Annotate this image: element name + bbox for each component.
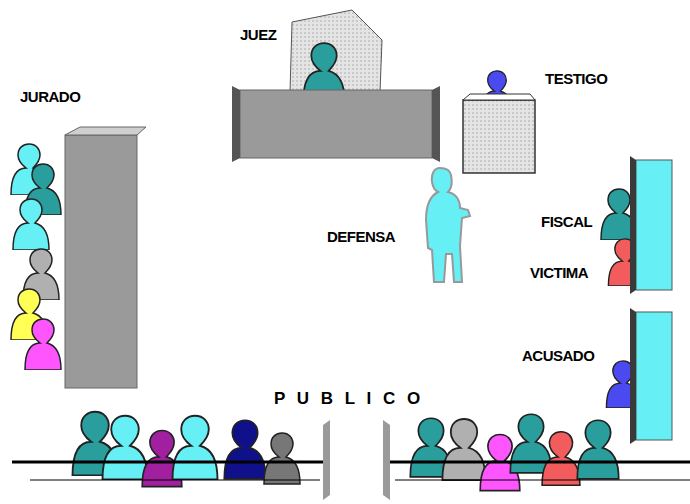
jury-box xyxy=(65,135,137,388)
bench-side xyxy=(432,86,440,162)
prosecution-table xyxy=(636,160,672,290)
role-label: FISCAL xyxy=(541,213,592,230)
public-figure xyxy=(442,419,485,480)
public-figure xyxy=(577,420,618,479)
table-side xyxy=(630,156,636,294)
public-figure xyxy=(103,416,148,480)
table-side xyxy=(630,308,636,444)
bench-line xyxy=(30,480,320,481)
bench-side xyxy=(232,86,240,162)
public-figure xyxy=(173,416,218,480)
role-label: JURADO xyxy=(20,88,80,105)
defense-figure xyxy=(426,168,470,282)
juror-figure xyxy=(13,199,49,250)
witness-box-top xyxy=(463,94,535,100)
gate-post xyxy=(383,420,390,500)
gate-post xyxy=(323,420,330,500)
witness-box xyxy=(463,100,535,173)
railing xyxy=(12,461,330,464)
public-figure xyxy=(264,433,300,484)
public-figure xyxy=(542,432,580,486)
role-label: TESTIGO xyxy=(545,70,607,87)
role-label: VICTIMA xyxy=(530,264,588,281)
juror-figure xyxy=(25,319,61,370)
role-label: ACUSADO xyxy=(522,347,594,364)
role-label: JUEZ xyxy=(240,26,276,43)
jury-box-top xyxy=(65,127,146,135)
accused-table xyxy=(636,312,672,440)
role-label: P U B L I C O xyxy=(274,389,424,409)
public-figure xyxy=(224,420,265,479)
railing xyxy=(385,461,690,464)
bench-line xyxy=(395,480,690,481)
role-label: DEFENSA xyxy=(327,228,395,245)
judge-bench xyxy=(240,90,432,158)
